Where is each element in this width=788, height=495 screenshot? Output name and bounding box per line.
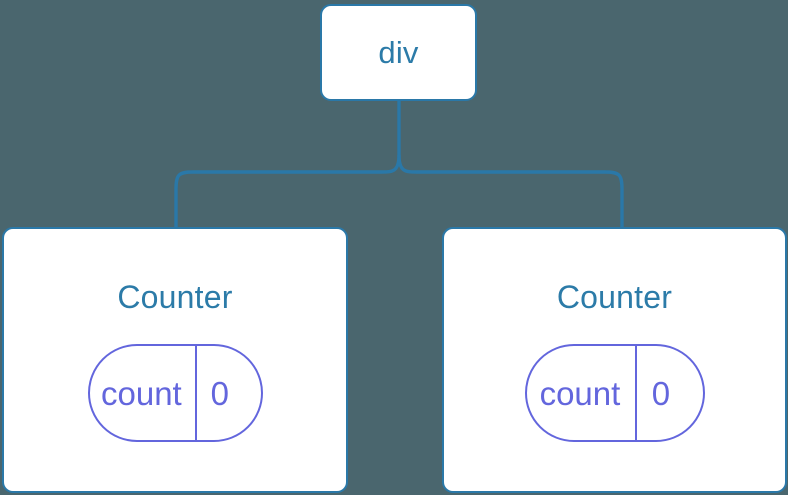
node-root-label: div: [378, 35, 419, 70]
state-pill-counter-1[interactable]: count 0: [87, 344, 263, 442]
state-key-counter-1: count: [90, 346, 198, 440]
node-counter-2-label: Counter: [556, 279, 673, 315]
node-counter-1-label: Counter: [117, 279, 233, 315]
connector-branch-left: [174, 154, 401, 228]
node-counter-2[interactable]: Counter count 0: [442, 227, 787, 493]
node-counter-1[interactable]: Counter count 0: [2, 227, 348, 493]
node-root-div[interactable]: div: [320, 4, 477, 101]
state-key-counter-2: count: [527, 346, 638, 440]
connector-branch-right: [397, 154, 624, 228]
state-value-counter-1: 0: [210, 374, 230, 412]
state-value-counter-2: 0: [651, 374, 671, 412]
state-pill-counter-2[interactable]: count 0: [524, 344, 705, 442]
